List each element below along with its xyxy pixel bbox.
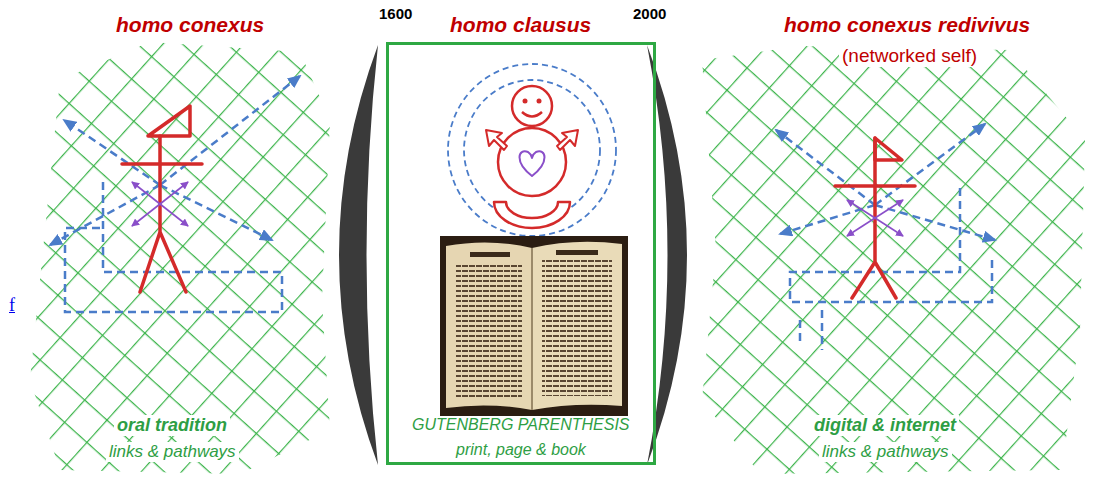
period-box: homo claususGUTENBERG PARENTHESIS print, … [380, 10, 662, 468]
network-grid [702, 46, 1085, 474]
right-parenthesis [647, 45, 687, 465]
inner-arrows [847, 200, 903, 236]
stick-figure [835, 138, 915, 298]
medium-sublabel: links & pathways [819, 442, 952, 462]
closed-self-figure [486, 86, 578, 228]
period-subtitle: print, page & book [456, 441, 586, 459]
period-heading: homo conexus redivivus [781, 13, 1033, 37]
link-fragment: f [9, 295, 15, 316]
period-heading: homo conexus [113, 13, 267, 37]
year-label: 2000 [633, 5, 666, 22]
period-frame [386, 42, 656, 465]
period-heading: homo clausus [447, 13, 594, 37]
medium-sublabel: links & pathways [106, 442, 239, 462]
stick-figure [122, 106, 202, 292]
period-subheading: (networked self) [839, 45, 980, 67]
medium-label: digital & internet [811, 415, 959, 436]
left-parenthesis [339, 45, 378, 465]
network-grid [30, 42, 330, 474]
medium-label: oral tradition [114, 415, 230, 436]
book-image [440, 236, 628, 416]
inner-arrows [132, 182, 188, 226]
enclosing-circles [448, 64, 616, 236]
period-name: GUTENBERG PARENTHESIS [412, 416, 630, 434]
year-label: 1600 [379, 5, 412, 22]
